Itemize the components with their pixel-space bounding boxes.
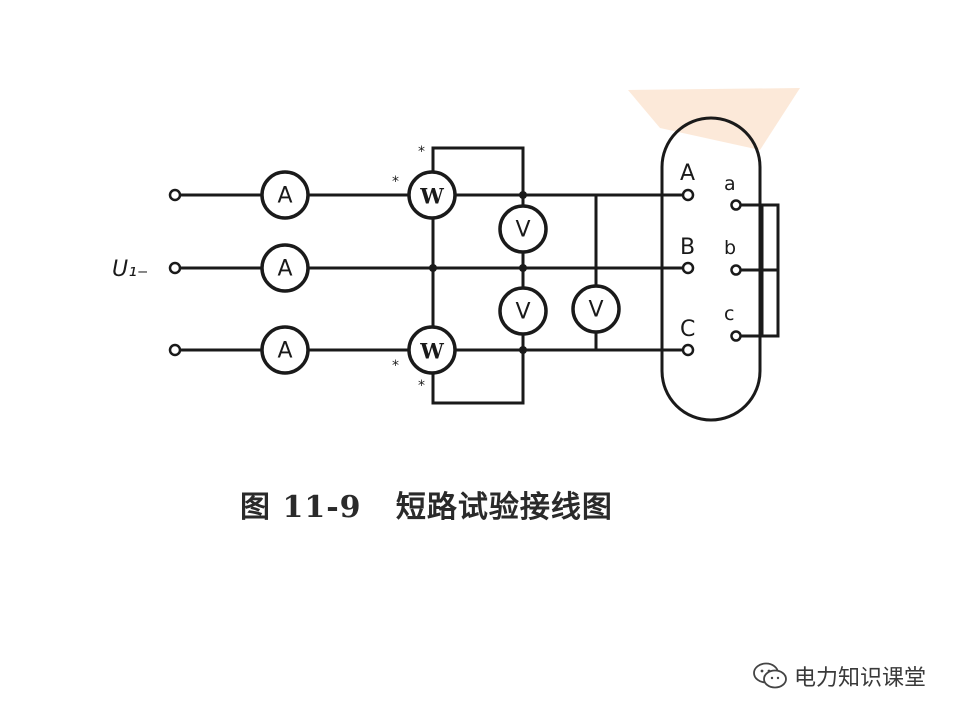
ammeter-1: A <box>260 170 310 220</box>
lv-label-c: c <box>724 303 734 325</box>
voltmeter-ca: V <box>571 284 621 334</box>
figure-caption: 图 11-9 短路试验接线图 <box>240 490 613 525</box>
supply-voltage-label: U₁₋ <box>112 257 149 282</box>
hv-terminals <box>681 188 695 357</box>
svg-text:A: A <box>277 339 292 364</box>
wattmeter-2: W <box>407 325 457 375</box>
lv-label-b: b <box>724 237 736 259</box>
watermark-text: 电力知识课堂 <box>793 666 926 691</box>
hv-label-c: C <box>680 317 695 342</box>
lv-terminals <box>730 199 742 342</box>
svg-text:A: A <box>277 184 292 209</box>
svg-text:V: V <box>515 300 530 325</box>
line-wires <box>178 193 684 352</box>
hv-label-a: A <box>680 161 695 186</box>
polarity-marker-1a: * <box>418 144 425 160</box>
lv-label-a: a <box>724 173 736 195</box>
svg-text:V: V <box>588 298 603 323</box>
junction-dots <box>429 191 527 354</box>
svg-text:A: A <box>277 257 292 282</box>
polarity-marker-2a: * <box>392 358 399 374</box>
ammeter-2: A <box>260 243 310 293</box>
wechat-icon <box>753 662 787 689</box>
lv-short-circuit-bar <box>739 203 780 338</box>
watermark: 电力知识课堂 <box>752 660 926 692</box>
svg-text:W: W <box>419 339 444 364</box>
wattmeter-1: W <box>407 170 457 220</box>
svg-text:V: V <box>515 218 530 243</box>
ammeter-3: A <box>260 325 310 375</box>
polarity-marker-2b: * <box>418 378 425 394</box>
voltmeter-ab: V <box>498 204 548 254</box>
svg-text:W: W <box>419 184 444 209</box>
voltmeter-bc: V <box>498 286 548 336</box>
hv-label-b: B <box>680 235 695 260</box>
polarity-marker-1b: * <box>392 174 399 190</box>
wattmeter-voltage-coils <box>431 146 525 405</box>
supply-terminals <box>168 188 182 357</box>
